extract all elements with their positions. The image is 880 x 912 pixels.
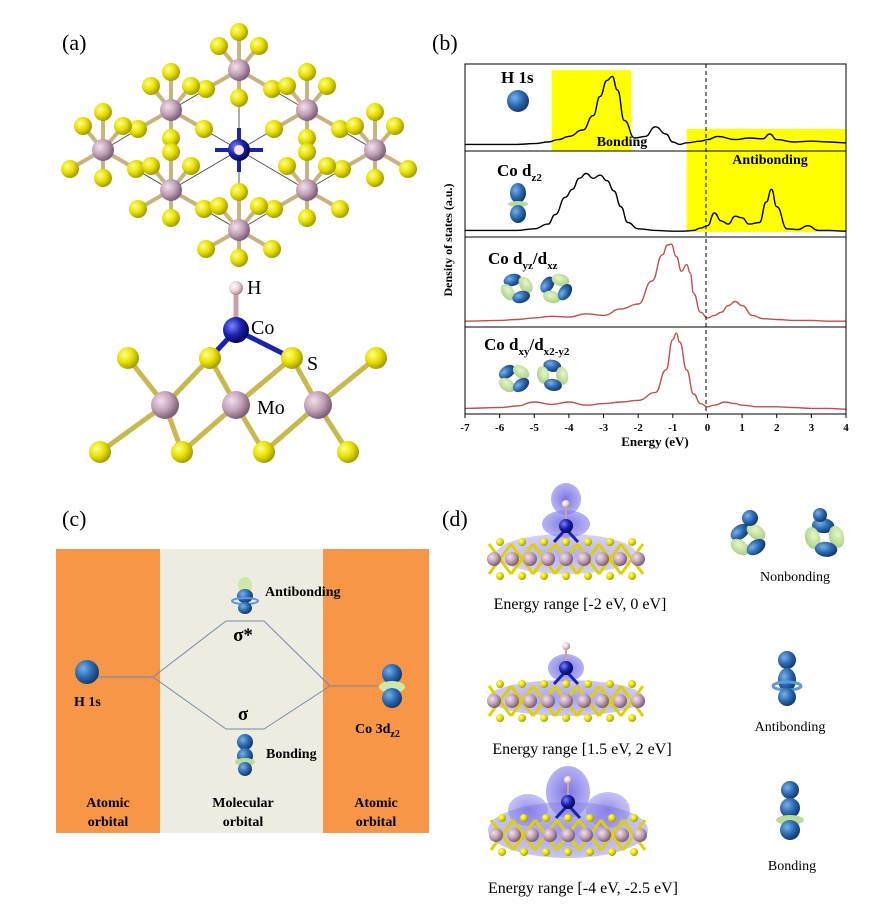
left-column-label-1: Atomic — [86, 796, 130, 811]
x-tick-label: -7 — [460, 422, 470, 434]
energy-range-2: Energy range [1.5 eV, 2 eV] — [492, 741, 671, 758]
atomic-orbital-column-right — [323, 549, 429, 833]
right-column-label-1: Atomic — [354, 796, 398, 811]
atom-label-s: S — [307, 353, 318, 375]
mo-diagram-lines — [94, 620, 378, 730]
x-tick-label: -6 — [495, 422, 505, 434]
antibonding-orbital-icon — [231, 577, 259, 614]
dyz-orbital-icon — [494, 266, 540, 311]
dos-series-2 — [464, 243, 846, 322]
antibonding-region-label: Antibonding — [732, 153, 807, 168]
atomic-orbital-column-left — [56, 549, 160, 833]
highlight-antibonding — [686, 129, 846, 232]
energy-range-1: Energy range [-2 eV, 0 eV] — [494, 596, 667, 613]
co3d-orbital-icon — [379, 664, 405, 708]
plot-frame — [464, 63, 847, 415]
atom-label-mo: Mo — [257, 397, 285, 419]
charge-density-structure-2 — [487, 642, 645, 722]
x-tick-label: 1 — [739, 422, 745, 434]
sigma-label: σ — [238, 704, 249, 725]
charge-density-structure-1 — [487, 483, 645, 580]
dos-series-1 — [465, 172, 847, 232]
dos-chart: -7 -6 -5 -4 -3 -2 -1 0 1 2 3 4 — [460, 63, 849, 434]
dxy-orbital-icon — [496, 361, 532, 396]
nonbonding-label: Nonbonding — [760, 570, 830, 585]
antibonding-label-d: Antibonding — [755, 720, 826, 735]
panel-b-label: (b) — [432, 30, 458, 55]
series-label-codyz: Co dyz/dxz — [488, 249, 558, 272]
x-tick-label: 2 — [774, 422, 780, 434]
x-ticks: -7 -6 -5 -4 -3 -2 -1 0 1 2 3 4 — [460, 414, 849, 434]
x-tick-label: 4 — [843, 422, 849, 434]
dos-series-0 — [465, 75, 847, 146]
dxz-orbital-icon — [533, 266, 579, 311]
energy-range-3: Energy range [-4 eV, -2.5 eV] — [488, 880, 678, 897]
mos2-top-view — [61, 23, 417, 267]
mos2-side-view — [89, 281, 387, 463]
atom-label-h: H — [247, 277, 261, 299]
h1s-label: H 1s — [74, 695, 101, 710]
h1s-orbital-icon — [75, 660, 99, 684]
bonding-orbital-icon — [235, 734, 255, 776]
bonding-region-label: Bonding — [597, 135, 648, 150]
s-orbital-icon — [507, 90, 529, 112]
atom-label-co: Co — [251, 317, 274, 339]
nonbonding-lobe-top — [742, 510, 758, 526]
nonbonding-orbital-icon-1 — [727, 520, 769, 559]
antibonding-orbital-icon-d — [771, 651, 803, 706]
panel-c-label: (c) — [62, 506, 86, 531]
x-tick-label: -1 — [668, 422, 677, 434]
panel-a-label: (a) — [62, 30, 86, 55]
y-axis-label: Density of states (a.u.) — [441, 184, 455, 297]
charge-density-structure-3 — [488, 766, 648, 858]
antibonding-label: Antibonding — [265, 585, 340, 600]
mid-column-label-2: orbital — [223, 815, 264, 830]
sigma-star-label: σ* — [233, 625, 253, 646]
nonbonding-lobe-top — [813, 508, 827, 522]
x-tick-label: 3 — [809, 422, 815, 434]
dz2-orbital-icon — [508, 183, 528, 223]
series-label-h1s: H 1s — [501, 68, 534, 87]
panel-d-label: (d) — [442, 506, 468, 531]
right-column-label-2: orbital — [356, 815, 397, 830]
dos-series — [464, 75, 847, 410]
x-tick-label: -2 — [634, 422, 644, 434]
dx2y2-orbital-icon — [528, 351, 577, 400]
x-tick-label: 0 — [705, 422, 711, 434]
mid-column-label-1: Molecular — [212, 796, 273, 811]
co3d-label: Co 3dz2 — [355, 722, 400, 740]
x-axis-label: Energy (eV) — [621, 434, 689, 449]
dos-series-3 — [464, 332, 847, 410]
x-tick-label: -5 — [530, 422, 540, 434]
bonding-orbital-icon-d — [776, 781, 804, 840]
bonding-label: Bonding — [266, 747, 317, 762]
series-label-codz2: Co dz2 — [497, 161, 542, 184]
bonding-label-d: Bonding — [768, 859, 816, 874]
x-tick-label: -4 — [564, 422, 574, 434]
series-label-codxy: Co dxy/dx2-y2 — [484, 335, 570, 358]
left-column-label-2: orbital — [88, 815, 129, 830]
x-tick-label: -3 — [599, 422, 609, 434]
